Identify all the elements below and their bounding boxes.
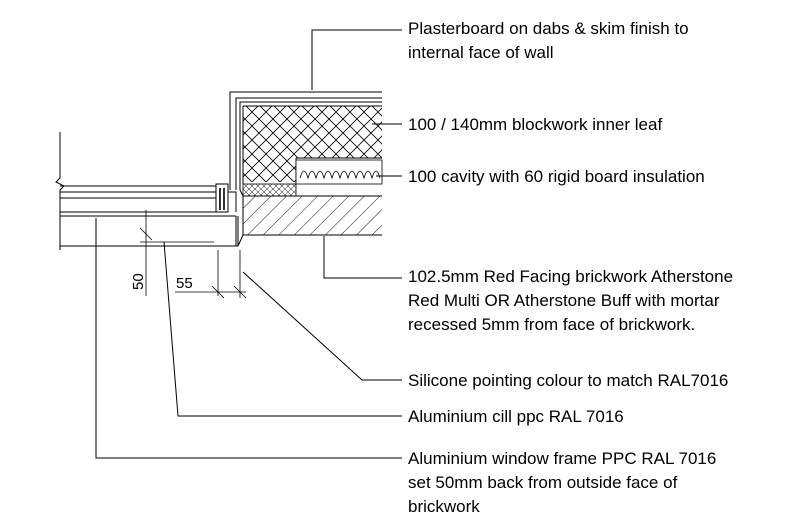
cavity-closer	[242, 183, 297, 197]
brickwork-outer-leaf	[242, 195, 382, 236]
label-brickwork-line1: 102.5mm Red Facing brickwork Atherstone	[408, 267, 733, 286]
dimension-50: 50	[130, 273, 147, 290]
annotation-frame: Aluminium window frame PPC RAL 7016 set …	[408, 449, 716, 516]
break-line	[55, 132, 65, 250]
leader-lines	[95, 29, 402, 459]
label-brickwork-line3: recessed 5mm from face of brickwork.	[408, 315, 695, 334]
label-plasterboard-line2: internal face of wall	[408, 43, 554, 62]
label-plasterboard-line1: Plasterboard on dabs & skim finish to	[408, 19, 689, 38]
label-frame-line3: brickwork	[408, 497, 480, 516]
rigid-insulation	[295, 159, 383, 185]
label-cavity: 100 cavity with 60 rigid board insulatio…	[408, 167, 705, 186]
label-cill: Aluminium cill ppc RAL 7016	[408, 407, 624, 426]
label-silicone: Silicone pointing colour to match RAL701…	[408, 371, 728, 390]
label-brickwork-line2: Red Multi OR Atherstone Buff with mortar	[408, 291, 720, 310]
plasterboard-layers	[229, 91, 382, 190]
dimension-55: 55	[176, 275, 193, 292]
window-frame-cill	[60, 183, 244, 247]
dimension-lines	[139, 210, 247, 299]
label-blockwork: 100 / 140mm blockwork inner leaf	[408, 115, 662, 134]
annotation-plasterboard: Plasterboard on dabs & skim finish to in…	[408, 19, 689, 62]
label-frame-line1: Aluminium window frame PPC RAL 7016	[408, 449, 716, 468]
label-frame-line2: set 50mm back from outside face of	[408, 473, 678, 492]
annotation-brickwork: 102.5mm Red Facing brickwork Atherstone …	[408, 267, 733, 334]
